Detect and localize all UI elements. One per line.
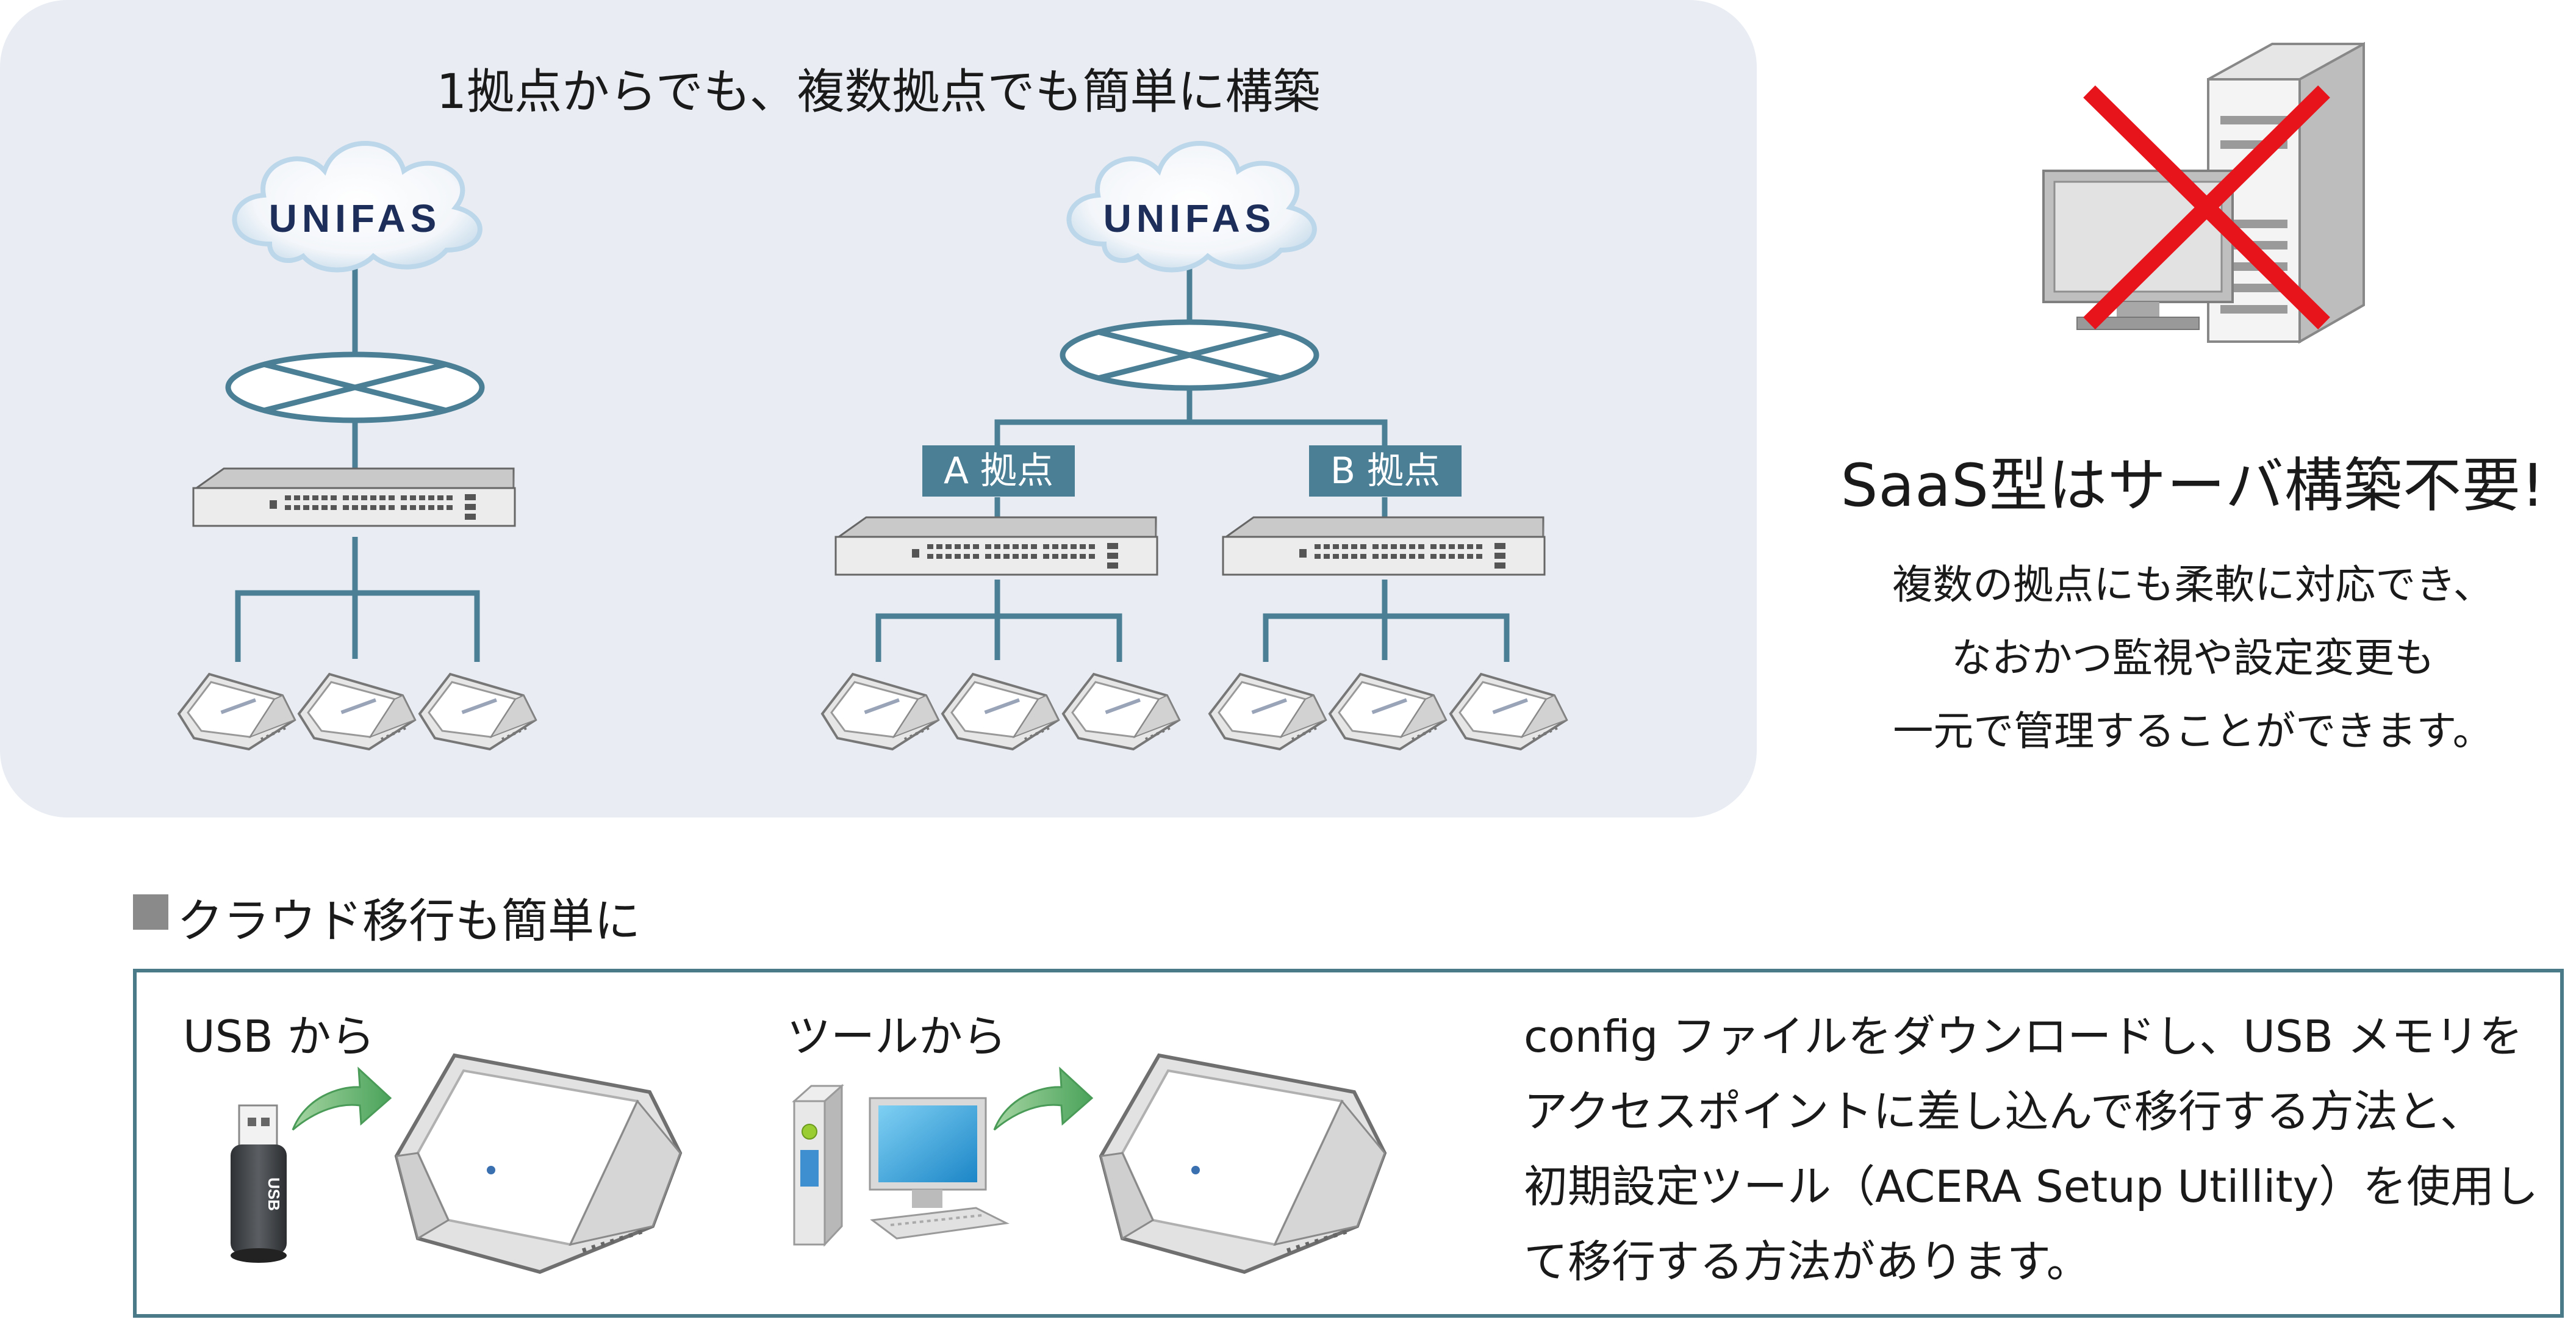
- multi-site-topology: UNIFAS: [822, 143, 1566, 749]
- migration-heading: クラウド移行も簡単に: [177, 894, 640, 948]
- arrow-icon: [993, 1066, 1094, 1131]
- saas-title: SaaS型はサーバ構築不要!: [1840, 451, 2546, 520]
- migration-box: [133, 969, 2564, 1318]
- panel-title: 1拠点からでも、複数拠点でも簡単に構築: [436, 65, 1321, 120]
- cloud-label: UNIFAS: [269, 196, 442, 240]
- heading-square-icon: [133, 894, 168, 930]
- no-server-icon: [2042, 41, 2365, 344]
- switch-icon: [834, 516, 1158, 578]
- usb-stick-icon: USB: [231, 1104, 287, 1263]
- migration-description-line: 初期設定ツール（ACERA Setup Utillity）を使用し: [1524, 1161, 2539, 1212]
- usb-method-label: USB から: [183, 1011, 375, 1062]
- site-b-label: B 拠点: [1309, 445, 1462, 497]
- saas-description-line: なおかつ監視や設定変更も: [1951, 634, 2434, 681]
- switch-icon: [1222, 516, 1546, 578]
- switch-icon: [192, 467, 516, 529]
- router-icon: [228, 354, 482, 420]
- tool-method-label: ツールから: [787, 1011, 1007, 1062]
- cloud-label: UNIFAS: [1103, 196, 1276, 240]
- arrow-icon: [292, 1066, 392, 1131]
- router-icon: [1063, 322, 1316, 388]
- single-site-topology: UNIFAS: [179, 143, 536, 749]
- computer-icon: [792, 1083, 1010, 1247]
- saas-description-line: 複数の拠点にも柔軟に対応でき、: [1892, 561, 2494, 608]
- migration-description-line: config ファイルをダウンロードし、USB メモリを: [1524, 1011, 2523, 1062]
- saas-description-line: 一元で管理することができます。: [1893, 708, 2493, 755]
- site-a-label: A 拠点: [922, 445, 1075, 497]
- migration-description-line: て移行する方法があります。: [1524, 1236, 2090, 1287]
- usb-stick-text: USB: [265, 1177, 283, 1211]
- migration-description-line: アクセスポイントに差し込んで移行する方法と、: [1524, 1086, 2484, 1137]
